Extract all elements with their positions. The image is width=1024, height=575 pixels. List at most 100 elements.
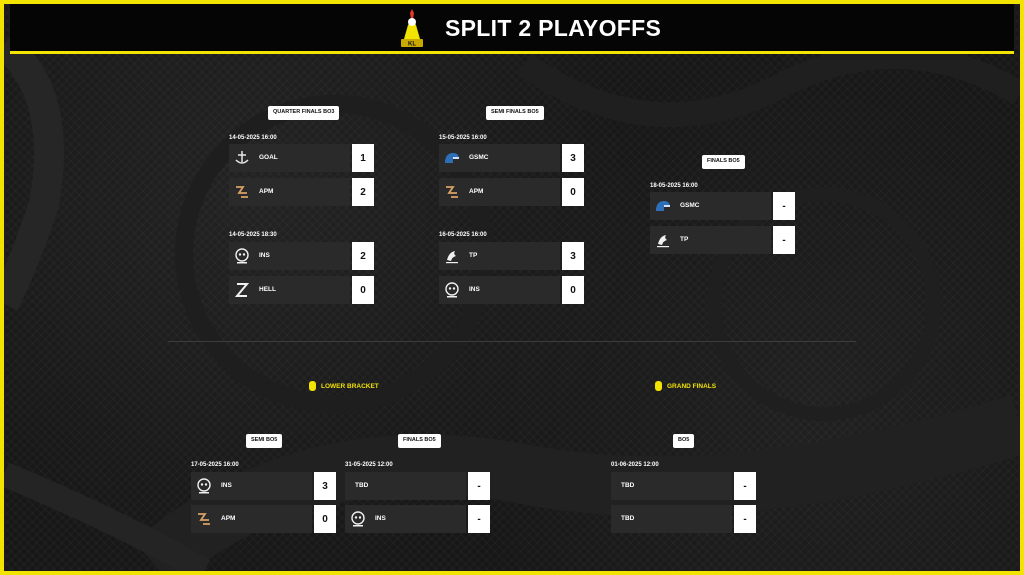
team-card bbox=[229, 242, 350, 270]
league-logo-icon: KL bbox=[401, 9, 423, 48]
team-score: 3 bbox=[562, 144, 584, 172]
team-name: INS bbox=[469, 286, 480, 293]
team-row-hell[interactable]: HELL 0 bbox=[229, 276, 374, 304]
team-name: TBD bbox=[355, 482, 369, 489]
section-divider bbox=[168, 341, 856, 342]
team-card bbox=[439, 242, 560, 270]
team-row-goal[interactable]: GOAL 1 bbox=[229, 144, 374, 172]
team-score: 0 bbox=[562, 178, 584, 206]
team-row-tbd[interactable]: TBD - bbox=[611, 472, 756, 500]
team-score: 2 bbox=[352, 242, 374, 270]
team-row-tp[interactable]: TP 3 bbox=[439, 242, 584, 270]
match-date: 17-05-2025 16:00 bbox=[191, 462, 239, 468]
team-name: GSMC bbox=[469, 154, 489, 161]
team-score: 1 bbox=[352, 144, 374, 172]
skull-icon bbox=[351, 511, 365, 527]
team-name: TBD bbox=[621, 515, 635, 522]
match-date: 31-05-2025 12:00 bbox=[345, 462, 393, 468]
lower-bracket-title: LOWER BRACKET bbox=[321, 383, 379, 390]
match-date: 16-05-2025 16:00 bbox=[439, 232, 487, 238]
match-date: 14-05-2025 16:00 bbox=[229, 135, 277, 141]
team-card bbox=[650, 226, 771, 254]
team-card bbox=[345, 505, 466, 533]
page-title: SPLIT 2 PLAYOFFS bbox=[445, 15, 662, 41]
team-card bbox=[229, 178, 350, 206]
team-name: INS bbox=[375, 515, 386, 522]
team-score: 3 bbox=[314, 472, 336, 500]
team-card bbox=[191, 472, 312, 500]
team-score: - bbox=[734, 505, 756, 533]
team-name: TBD bbox=[621, 482, 635, 489]
lower-semi-label: SEMI BO5 bbox=[246, 434, 283, 448]
gsmc-helmet-icon bbox=[656, 201, 670, 211]
lower-finals-label: FINALS BO5 bbox=[398, 434, 441, 448]
svg-text:KL: KL bbox=[408, 42, 416, 48]
grand-finals-title: GRAND FINALS bbox=[667, 383, 717, 390]
team-card bbox=[439, 144, 560, 172]
match-date: 18-05-2025 16:00 bbox=[650, 183, 698, 189]
team-row-ins[interactable]: INS - bbox=[345, 505, 490, 533]
match-date: 14-05-2025 18:30 bbox=[229, 232, 277, 238]
team-card bbox=[611, 505, 732, 533]
team-name: APM bbox=[469, 188, 484, 195]
team-score: 0 bbox=[314, 505, 336, 533]
team-score: - bbox=[773, 192, 795, 220]
skull-icon bbox=[197, 478, 211, 494]
grand-finals-marker-icon bbox=[655, 381, 662, 391]
hell-z-icon bbox=[234, 283, 250, 297]
gsmc-helmet-icon bbox=[445, 153, 459, 163]
team-name: INS bbox=[259, 252, 270, 259]
team-row-apm[interactable]: APM 0 bbox=[191, 505, 336, 533]
team-name: TP bbox=[469, 252, 478, 259]
team-card bbox=[229, 276, 350, 304]
team-row-gsmc[interactable]: GSMC - bbox=[650, 192, 795, 220]
match-date: 15-05-2025 16:00 bbox=[439, 135, 487, 141]
team-row-ins[interactable]: INS 2 bbox=[229, 242, 374, 270]
team-row-tbd[interactable]: TBD - bbox=[611, 505, 756, 533]
team-card bbox=[229, 144, 350, 172]
grand-finals-label: BO5 bbox=[673, 434, 695, 448]
team-name: INS bbox=[221, 482, 232, 489]
team-card bbox=[439, 178, 560, 206]
team-name: TP bbox=[680, 236, 689, 243]
bracket-page: KL SPLIT 2 PLAYOFFS QUARTER FINALS BO3 1… bbox=[4, 4, 1020, 571]
quarter-finals-label: QUARTER FINALS BO3 bbox=[268, 106, 340, 120]
anchor-icon bbox=[235, 151, 249, 164]
team-score: 3 bbox=[562, 242, 584, 270]
skull-icon bbox=[445, 282, 459, 298]
team-card bbox=[611, 472, 732, 500]
apm-logo-icon bbox=[446, 186, 458, 198]
team-row-gsmc[interactable]: GSMC 3 bbox=[439, 144, 584, 172]
tp-bird-icon bbox=[657, 235, 669, 248]
team-score: - bbox=[468, 505, 490, 533]
skull-icon bbox=[235, 248, 249, 264]
team-row-apm[interactable]: APM 0 bbox=[439, 178, 584, 206]
team-score: - bbox=[773, 226, 795, 254]
team-row-tbd[interactable]: TBD - bbox=[345, 472, 490, 500]
team-score: 2 bbox=[352, 178, 374, 206]
team-name: GSMC bbox=[680, 202, 700, 209]
team-name: HELL bbox=[259, 286, 276, 293]
apm-logo-icon bbox=[198, 513, 210, 525]
team-name: APM bbox=[221, 515, 236, 522]
team-row-ins[interactable]: INS 3 bbox=[191, 472, 336, 500]
team-row-ins[interactable]: INS 0 bbox=[439, 276, 584, 304]
semi-finals-label: SEMI FINALS BO5 bbox=[486, 106, 544, 120]
tp-bird-icon bbox=[446, 251, 458, 264]
match-date: 01-06-2025 12:00 bbox=[611, 462, 659, 468]
team-card bbox=[650, 192, 771, 220]
team-row-tp[interactable]: TP - bbox=[650, 226, 795, 254]
team-name: APM bbox=[259, 188, 274, 195]
team-row-apm[interactable]: APM 2 bbox=[229, 178, 374, 206]
team-card bbox=[191, 505, 312, 533]
header-bar: KL SPLIT 2 PLAYOFFS bbox=[10, 4, 1014, 54]
team-score: - bbox=[468, 472, 490, 500]
team-score: - bbox=[734, 472, 756, 500]
team-score: 0 bbox=[352, 276, 374, 304]
team-name: GOAL bbox=[259, 154, 278, 161]
team-card bbox=[345, 472, 466, 500]
apm-logo-icon bbox=[236, 186, 248, 198]
team-score: 0 bbox=[562, 276, 584, 304]
lower-bracket-marker-icon bbox=[309, 381, 316, 391]
finals-label: FINALS BO5 bbox=[702, 155, 745, 169]
